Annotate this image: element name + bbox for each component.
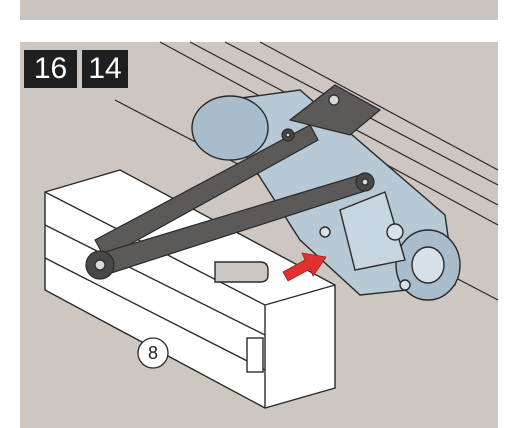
step-badge-16: 16 (24, 50, 77, 88)
top-band (20, 0, 498, 20)
callout-number: 8 (147, 343, 158, 363)
callout-8 (137, 337, 169, 369)
red-arrow (282, 252, 327, 282)
step-badge-14: 14 (82, 50, 128, 88)
closer-arms (85, 84, 382, 280)
